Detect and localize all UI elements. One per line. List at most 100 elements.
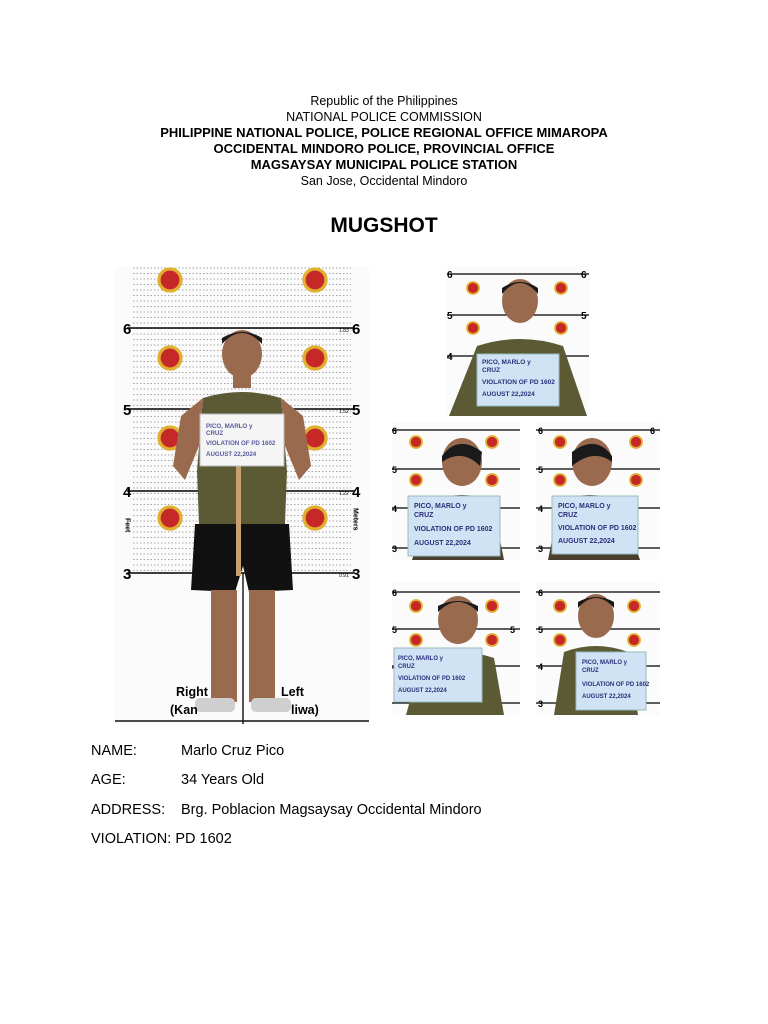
info-violation-row: VIOLATION: PD 1602 bbox=[91, 831, 232, 847]
right-sub-label: (Kan bbox=[170, 703, 198, 717]
pnp-badge-icon bbox=[627, 633, 641, 647]
scale-ft-3-right: 3 bbox=[352, 566, 360, 583]
fb-placard-violation: VIOLATION OF PD 1602 bbox=[206, 440, 276, 447]
angle-right-photo: 6 5 4 5 PICO, MARLO y CRUZ VIOLATION OF … bbox=[392, 582, 520, 715]
al-scale-5: 5 bbox=[538, 625, 543, 635]
ar-scale-5: 5 bbox=[392, 625, 397, 635]
lp1-placard-name1: PICO, MARLO y bbox=[558, 503, 611, 510]
pnp-badge-icon bbox=[627, 599, 641, 613]
scale-m-122: 1.22 bbox=[339, 491, 349, 497]
ar-placard-violation: VIOLATION OF PD 1602 bbox=[398, 676, 466, 682]
page-title: MUGSHOT bbox=[330, 214, 438, 237]
lp1-scale-5: 5 bbox=[538, 465, 543, 475]
pnp-badge-icon bbox=[554, 281, 568, 295]
meters-label: Meters bbox=[352, 508, 359, 531]
scale-m-152: 1.52 bbox=[339, 409, 349, 415]
left-label: Left bbox=[281, 685, 305, 699]
rp1-placard-date: AUGUST 22,2024 bbox=[414, 540, 471, 547]
pnp-badge-icon bbox=[553, 633, 567, 647]
full-body-photo: 6 5 4 3 6 5 4 3 1.83 1.52 1.22 0.91 Feet… bbox=[115, 266, 369, 724]
scale-ft-4: 4 bbox=[123, 484, 132, 501]
pnp-badge-icon bbox=[553, 599, 567, 613]
name-value: Marlo Cruz Pico bbox=[181, 743, 285, 759]
al-placard-name1: PICO, MARLO y bbox=[582, 660, 628, 666]
full-body-svg: 6 5 4 3 6 5 4 3 1.83 1.52 1.22 0.91 Feet… bbox=[115, 266, 369, 724]
left-sub-label: liwa) bbox=[291, 703, 319, 717]
pnp-badge-icon bbox=[629, 473, 643, 487]
header-pnp-region: PHILIPPINE NATIONAL POLICE, POLICE REGIO… bbox=[160, 125, 608, 140]
ar-scale-6: 6 bbox=[392, 588, 397, 598]
scale-ft-3: 3 bbox=[123, 566, 131, 583]
right-label: Right bbox=[176, 685, 209, 699]
lp1-scale-6-right: 6 bbox=[650, 426, 655, 436]
rp1-scale-3: 3 bbox=[392, 544, 397, 554]
pnp-badge-icon bbox=[553, 473, 567, 487]
al-placard-date: AUGUST 22,2024 bbox=[582, 694, 631, 700]
header-napolcom: NATIONAL POLICE COMMISSION bbox=[286, 110, 482, 124]
scale-m-091: 0.91 bbox=[339, 573, 349, 579]
age-value: 34 Years Old bbox=[181, 772, 265, 788]
al-scale-3: 3 bbox=[538, 699, 543, 709]
rp1-placard-name1: PICO, MARLO y bbox=[414, 503, 467, 510]
angle-left-photo: 6 5 4 3 PICO, MARLO y CRUZ VIOLATION OF … bbox=[536, 582, 660, 715]
header-location: San Jose, Occidental Mindoro bbox=[300, 174, 468, 188]
feet-label: Feet bbox=[124, 518, 131, 533]
front-scale-6-right: 6 bbox=[581, 270, 587, 281]
left-profile-photo: 6 5 4 3 6 PICO, MARLO y CRUZ VIOLATION O… bbox=[536, 422, 660, 560]
address-value: Brg. Poblacion Magsaysay Occidental Mind… bbox=[181, 802, 482, 818]
header-station: MAGSAYSAY MUNICIPAL POLICE STATION bbox=[250, 157, 518, 172]
info-address-row: ADDRESS: Brg. Poblacion Magsaysay Occiden… bbox=[91, 802, 482, 818]
front-placard-name2: CRUZ bbox=[482, 367, 500, 374]
pnp-badge-icon bbox=[485, 435, 499, 449]
front-placard-violation: VIOLATION OF PD 1602 bbox=[482, 379, 555, 386]
pnp-badge-icon bbox=[409, 633, 423, 647]
front-scale-5-right: 5 bbox=[581, 311, 587, 322]
header-republic: Republic of the Philippines bbox=[310, 94, 458, 108]
pnp-badge-icon bbox=[302, 345, 328, 371]
rp1-scale-5: 5 bbox=[392, 465, 397, 475]
rp1-scale-6: 6 bbox=[392, 426, 397, 436]
pnp-badge-icon bbox=[466, 321, 480, 335]
ar-placard-date: AUGUST 22,2024 bbox=[398, 688, 447, 694]
pnp-badge-icon bbox=[157, 267, 183, 293]
al-scale-6: 6 bbox=[538, 588, 543, 598]
pnp-badge-icon bbox=[554, 321, 568, 335]
pnp-badge-icon bbox=[485, 599, 499, 613]
al-placard-violation: VIOLATION OF PD 1602 bbox=[582, 682, 650, 688]
pnp-badge-icon bbox=[485, 633, 499, 647]
front-scale-6: 6 bbox=[447, 270, 453, 281]
right-profile-photo: 6 5 4 3 PICO, MARLO y CRUZ VIOLATION OF … bbox=[392, 422, 520, 560]
ar-scale-5-right: 5 bbox=[510, 625, 515, 635]
address-label: ADDRESS: bbox=[91, 802, 166, 818]
age-label: AGE: bbox=[91, 772, 126, 788]
ar-placard-name1: PICO, MARLO y bbox=[398, 656, 444, 662]
pnp-badge-icon bbox=[409, 435, 423, 449]
violation-label: VIOLATION: bbox=[91, 831, 172, 847]
document-header: Republic of the Philippines NATIONAL POL… bbox=[0, 93, 768, 189]
header-provincial-office: OCCIDENTAL MINDORO POLICE, PROVINCIAL OF… bbox=[213, 141, 555, 156]
lp1-placard-violation: VIOLATION OF PD 1602 bbox=[558, 525, 637, 532]
pnp-badge-icon bbox=[553, 435, 567, 449]
lp1-scale-3: 3 bbox=[538, 544, 543, 554]
info-age-row: AGE: 34 Years Old bbox=[91, 772, 264, 788]
lp1-scale-4: 4 bbox=[538, 504, 543, 514]
scale-ft-6-right: 6 bbox=[352, 321, 360, 338]
rp1-placard-name2: CRUZ bbox=[414, 512, 434, 519]
lp1-placard-date: AUGUST 22,2024 bbox=[558, 538, 615, 545]
scale-m-183: 1.83 bbox=[339, 328, 349, 334]
ar-placard-name2: CRUZ bbox=[398, 664, 415, 670]
pnp-badge-icon bbox=[466, 281, 480, 295]
name-label: NAME: bbox=[91, 743, 137, 759]
al-placard-name2: CRUZ bbox=[582, 668, 599, 674]
front-placard-date: AUGUST 22,2024 bbox=[482, 391, 535, 398]
scale-ft-4-right: 4 bbox=[352, 484, 361, 501]
lp1-placard-name2: CRUZ bbox=[558, 512, 578, 519]
front-headshot-photo: 6 5 4 6 5 PICO, MARLO y CRUZ VIOLATION O… bbox=[447, 266, 589, 416]
scale-ft-5: 5 bbox=[123, 402, 131, 419]
lp1-scale-6: 6 bbox=[538, 426, 543, 436]
info-name-row: NAME: Marlo Cruz Pico bbox=[91, 743, 284, 759]
front-scale-4: 4 bbox=[447, 352, 453, 363]
front-placard-name1: PICO, MARLO y bbox=[482, 359, 531, 366]
rp1-scale-4: 4 bbox=[392, 504, 397, 514]
fb-placard-name1: PICO, MARLO y bbox=[206, 423, 253, 430]
